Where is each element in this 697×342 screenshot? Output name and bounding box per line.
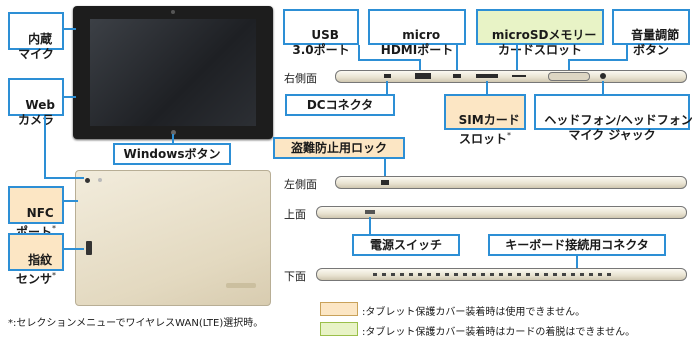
legend-green-swatch xyxy=(320,322,358,336)
dc-label: DCコネクタ xyxy=(306,98,374,112)
mic-leader xyxy=(64,28,76,30)
fingerprint-leader xyxy=(64,248,84,250)
webcam-label: Web カメラ xyxy=(17,98,55,127)
volume-leader-v2 xyxy=(568,59,570,71)
windows-button-dot xyxy=(171,130,176,135)
nfc-callout: NFC ポート* xyxy=(8,186,64,239)
legend-orange-text: :タブレット保護カバー装着時は使用できません。 xyxy=(362,307,586,318)
headphone-leader xyxy=(602,81,604,95)
legend-orange-swatch xyxy=(320,302,358,316)
left-side-label: 左側面 xyxy=(284,178,317,191)
bottom-side-bar xyxy=(316,268,687,281)
fingerprint-label: 指紋 センサ xyxy=(15,253,53,286)
webcam-callout: Web カメラ xyxy=(8,78,64,127)
tablet-screen xyxy=(90,19,256,126)
legend-green-text: :タブレット保護カバー装着時はカードの着脱はできません。 xyxy=(362,327,636,338)
bottom-side-label: 下面 xyxy=(284,270,306,283)
usb-label: USB 3.0ポート xyxy=(292,28,350,57)
volume-leader-v xyxy=(626,45,628,60)
nfc-mark: * xyxy=(52,224,56,233)
volume-label: 音量調節 ボタン xyxy=(631,28,680,57)
dc-callout: DCコネクタ xyxy=(285,94,395,116)
hdmi-leader-v xyxy=(456,45,458,71)
keyboard-label: キーボード接続用コネクタ xyxy=(505,238,649,252)
lock-callout: 盗難防止用ロック xyxy=(273,137,405,159)
volume-leader-h xyxy=(568,59,628,61)
microsd-label: microSDメモリー カードスロット xyxy=(491,28,597,57)
tablet-front xyxy=(73,6,273,139)
right-side-bar xyxy=(335,70,687,83)
back-logo xyxy=(226,283,256,288)
keyboard-leader xyxy=(576,256,578,270)
hdmi-callout: micro HDMIポート xyxy=(368,9,466,57)
nfc-leader xyxy=(64,200,78,202)
top-side-label: 上面 xyxy=(284,208,306,221)
power-switch xyxy=(365,210,375,214)
volume-rocker xyxy=(548,72,590,81)
headphone-label: ヘッドフォン/ヘッドフォン マイク ジャック xyxy=(544,113,693,142)
keyboard-connector xyxy=(373,273,613,276)
windows-button-leader xyxy=(172,134,174,144)
keyboard-callout: キーボード接続用コネクタ xyxy=(488,234,666,256)
usb-leader-h xyxy=(358,59,420,61)
lock-slot xyxy=(381,180,389,185)
windows-button-callout: Windowsボタン xyxy=(113,143,231,165)
windows-button-label: Windowsボタン xyxy=(123,147,221,161)
sim-label: SIMカード スロット xyxy=(458,113,520,146)
hdmi-port xyxy=(453,74,461,78)
top-side-bar xyxy=(316,206,687,219)
usb-leader-v2 xyxy=(419,59,421,71)
lock-label: 盗難防止用ロック xyxy=(290,141,387,155)
power-callout: 電源スイッチ xyxy=(352,234,460,256)
webcam-leader-h xyxy=(64,96,76,98)
usb-leader-v xyxy=(358,45,360,60)
left-side-bar xyxy=(335,176,687,189)
webcam-leader-h2 xyxy=(44,177,84,179)
usb-port xyxy=(415,73,431,79)
sim-callout: SIMカード スロット* xyxy=(444,94,526,146)
microsd-slot xyxy=(512,75,526,77)
tablet-back xyxy=(75,170,271,306)
headphone-callout: ヘッドフォン/ヘッドフォン マイク ジャック xyxy=(534,94,693,142)
sim-mark: * xyxy=(507,131,511,140)
right-side-label: 右側面 xyxy=(284,72,317,85)
fingerprint-callout: 指紋 センサ* xyxy=(8,233,64,286)
lock-leader xyxy=(384,159,386,179)
rear-flash xyxy=(98,178,102,182)
hdmi-label: micro HDMIポート xyxy=(380,28,454,57)
power-leader xyxy=(369,217,371,235)
fingerprint-mark: * xyxy=(52,271,56,280)
rear-camera xyxy=(85,178,90,183)
footnote: *:セレクションメニューでワイヤレスWAN(LTE)選択時。 xyxy=(8,318,264,329)
sim-slot xyxy=(476,74,498,78)
front-camera-dot xyxy=(171,10,175,14)
power-label: 電源スイッチ xyxy=(369,238,442,252)
dc-leader xyxy=(386,81,388,95)
dc-port xyxy=(384,74,391,78)
fingerprint-sensor xyxy=(86,241,92,255)
usb-callout: USB 3.0ポート xyxy=(283,9,359,57)
sim-leader xyxy=(486,81,488,95)
webcam-leader-v xyxy=(44,116,46,178)
microsd-leader-v xyxy=(516,45,518,71)
headphone-jack xyxy=(600,73,606,79)
microsd-callout: microSDメモリー カードスロット xyxy=(476,9,604,57)
mic-label: 内蔵 マイク xyxy=(18,32,54,61)
volume-callout: 音量調節 ボタン xyxy=(612,9,690,57)
mic-callout: 内蔵 マイク xyxy=(8,12,64,61)
